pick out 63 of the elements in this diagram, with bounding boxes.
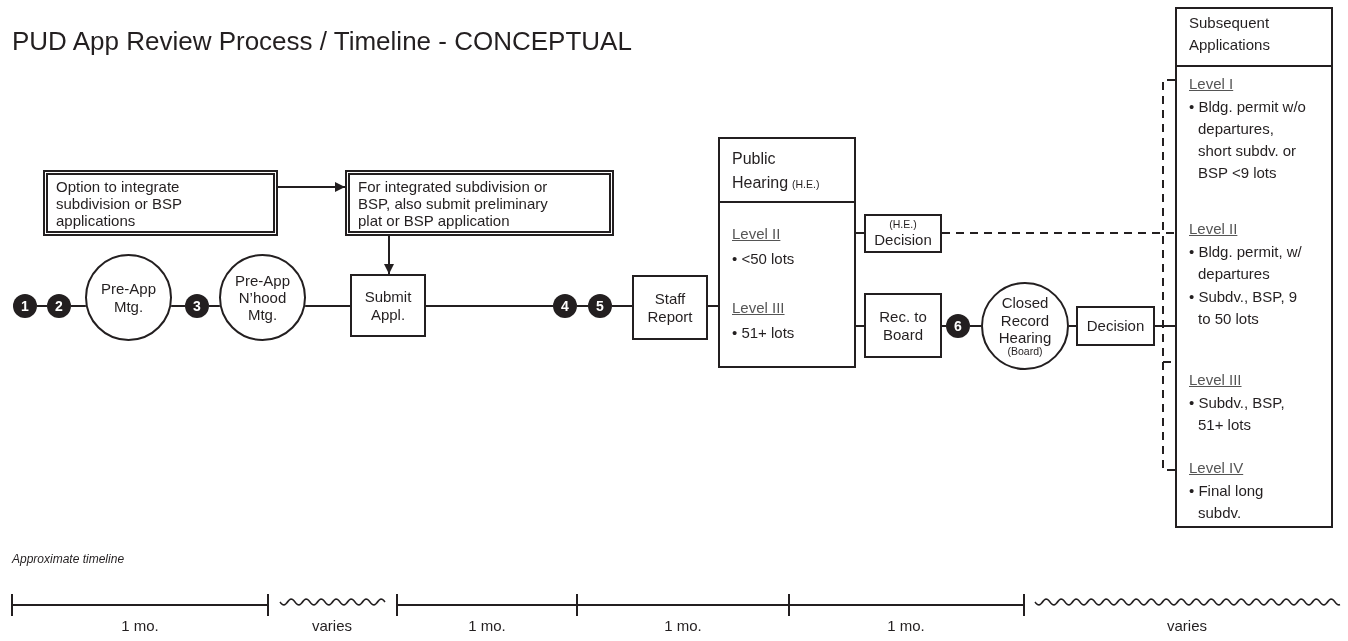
connector-line bbox=[425, 305, 554, 307]
qualifier-note: (H.E.) bbox=[889, 219, 917, 231]
duration-label: 1 mo. bbox=[664, 617, 702, 634]
qualifier-note: (Board) bbox=[1007, 346, 1043, 358]
connector-line bbox=[707, 305, 719, 307]
duration-label: 1 mo. bbox=[887, 617, 925, 634]
bullet-item: • Bldg. permit w/o departures, short subdv. or BSP <9 lots bbox=[1189, 97, 1307, 183]
level-heading: Level II bbox=[1189, 219, 1238, 239]
connector-line bbox=[304, 305, 351, 307]
bullet-item: • 51+ lots bbox=[732, 324, 795, 342]
level-heading: Level III bbox=[1189, 370, 1242, 390]
box-label: Decision bbox=[874, 230, 932, 248]
connector-line bbox=[969, 325, 982, 327]
bullet-item: • Subdv., BSP, 51+ lots bbox=[1189, 393, 1286, 435]
timeline-caption: Approximate timeline bbox=[12, 552, 125, 566]
connector-line bbox=[941, 325, 947, 327]
step-number-marker: 1 bbox=[13, 294, 37, 318]
connector-line bbox=[170, 305, 186, 307]
note-box: For integrated subdivision or BSP, also submit preliminary plat or BSP application bbox=[345, 170, 614, 236]
bullet-item: • Bldg. permit, w/ departures bbox=[1189, 242, 1303, 284]
hearing-box bbox=[718, 137, 856, 368]
box-heading: Public Hearing bbox=[732, 150, 789, 191]
level-heading: Level III bbox=[732, 299, 785, 317]
level-heading: Level IV bbox=[1189, 458, 1244, 478]
circle-label: Closed Record Hearing bbox=[997, 294, 1053, 347]
dashed-connector bbox=[941, 232, 1176, 234]
process-box bbox=[864, 214, 942, 253]
process-box: Decision bbox=[1076, 306, 1155, 346]
connector-line bbox=[855, 232, 865, 234]
panel-heading: Subsequent Applications bbox=[1189, 13, 1271, 55]
duration-label: varies bbox=[312, 617, 352, 634]
duration-label: varies bbox=[1167, 617, 1207, 634]
process-box: Submit Appl. bbox=[350, 274, 426, 337]
qualifier-note: (H.E.) bbox=[792, 178, 820, 190]
connector-line bbox=[855, 325, 865, 327]
step-number-marker: 6 bbox=[946, 314, 970, 338]
arrow bbox=[277, 182, 346, 192]
step-number-marker: 5 bbox=[588, 294, 612, 318]
level-heading: Level II bbox=[732, 225, 781, 243]
connector-line bbox=[611, 305, 633, 307]
connector-line bbox=[70, 305, 87, 307]
level-heading: Level I bbox=[1189, 74, 1234, 94]
bullet-item: • <50 lots bbox=[732, 250, 795, 268]
meeting-circle: Pre-App Mtg. bbox=[85, 254, 172, 341]
duration-label: 1 mo. bbox=[468, 617, 506, 634]
step-number-marker: 2 bbox=[47, 294, 71, 318]
bullet-item: • Subdv., BSP, 9 to 50 lots bbox=[1189, 287, 1299, 329]
diagram-title: PUD App Review Process / Timeline - CONCEPTUAL bbox=[12, 26, 632, 57]
process-box: Staff Report bbox=[632, 275, 708, 340]
note-box: Option to integrate subdivision or BSP applications bbox=[43, 170, 278, 236]
arrow bbox=[384, 235, 394, 275]
step-number-marker: 3 bbox=[185, 294, 209, 318]
process-box: Rec. to Board bbox=[864, 293, 942, 358]
applications-panel bbox=[1175, 7, 1333, 528]
meeting-circle: Pre-App N’hood Mtg. bbox=[219, 254, 306, 341]
connector-line bbox=[576, 305, 589, 307]
connector-line bbox=[1068, 325, 1077, 327]
connector-line bbox=[208, 305, 221, 307]
step-number-marker: 4 bbox=[553, 294, 577, 318]
bullet-item: • Final long subdv. bbox=[1189, 481, 1265, 523]
connector-line bbox=[36, 305, 48, 307]
duration-label: 1 mo. bbox=[121, 617, 159, 634]
connector-line bbox=[1154, 325, 1176, 327]
